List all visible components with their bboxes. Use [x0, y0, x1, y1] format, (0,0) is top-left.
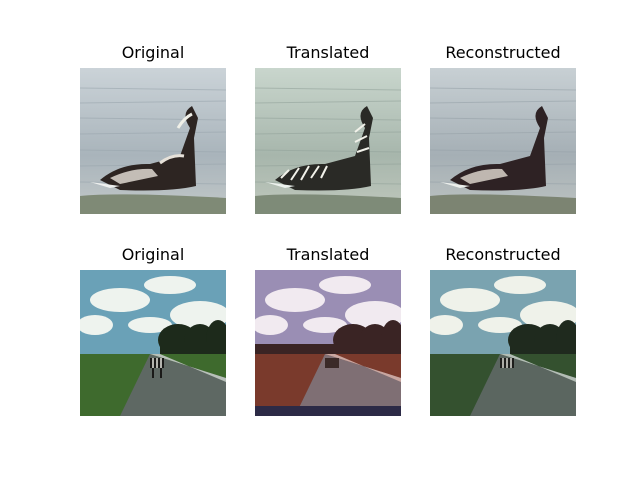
photo-zebra-in-water-reconstructed: [430, 68, 576, 214]
photo-zebra-on-road-original: [80, 270, 226, 416]
photo-zebra-in-water-original: [80, 68, 226, 214]
panel-title: Translated: [286, 43, 370, 62]
panel-title: Translated: [286, 245, 370, 264]
photo-zebra-on-road-translated: [255, 270, 401, 416]
photo-zebra-in-water-translated: [255, 68, 401, 214]
photo-zebra-on-road-reconstructed: [430, 270, 576, 416]
panel-title: Original: [121, 245, 185, 264]
panel-title: Reconstructed: [445, 245, 561, 264]
panel-title: Reconstructed: [445, 43, 561, 62]
panel-title: Original: [121, 43, 185, 62]
